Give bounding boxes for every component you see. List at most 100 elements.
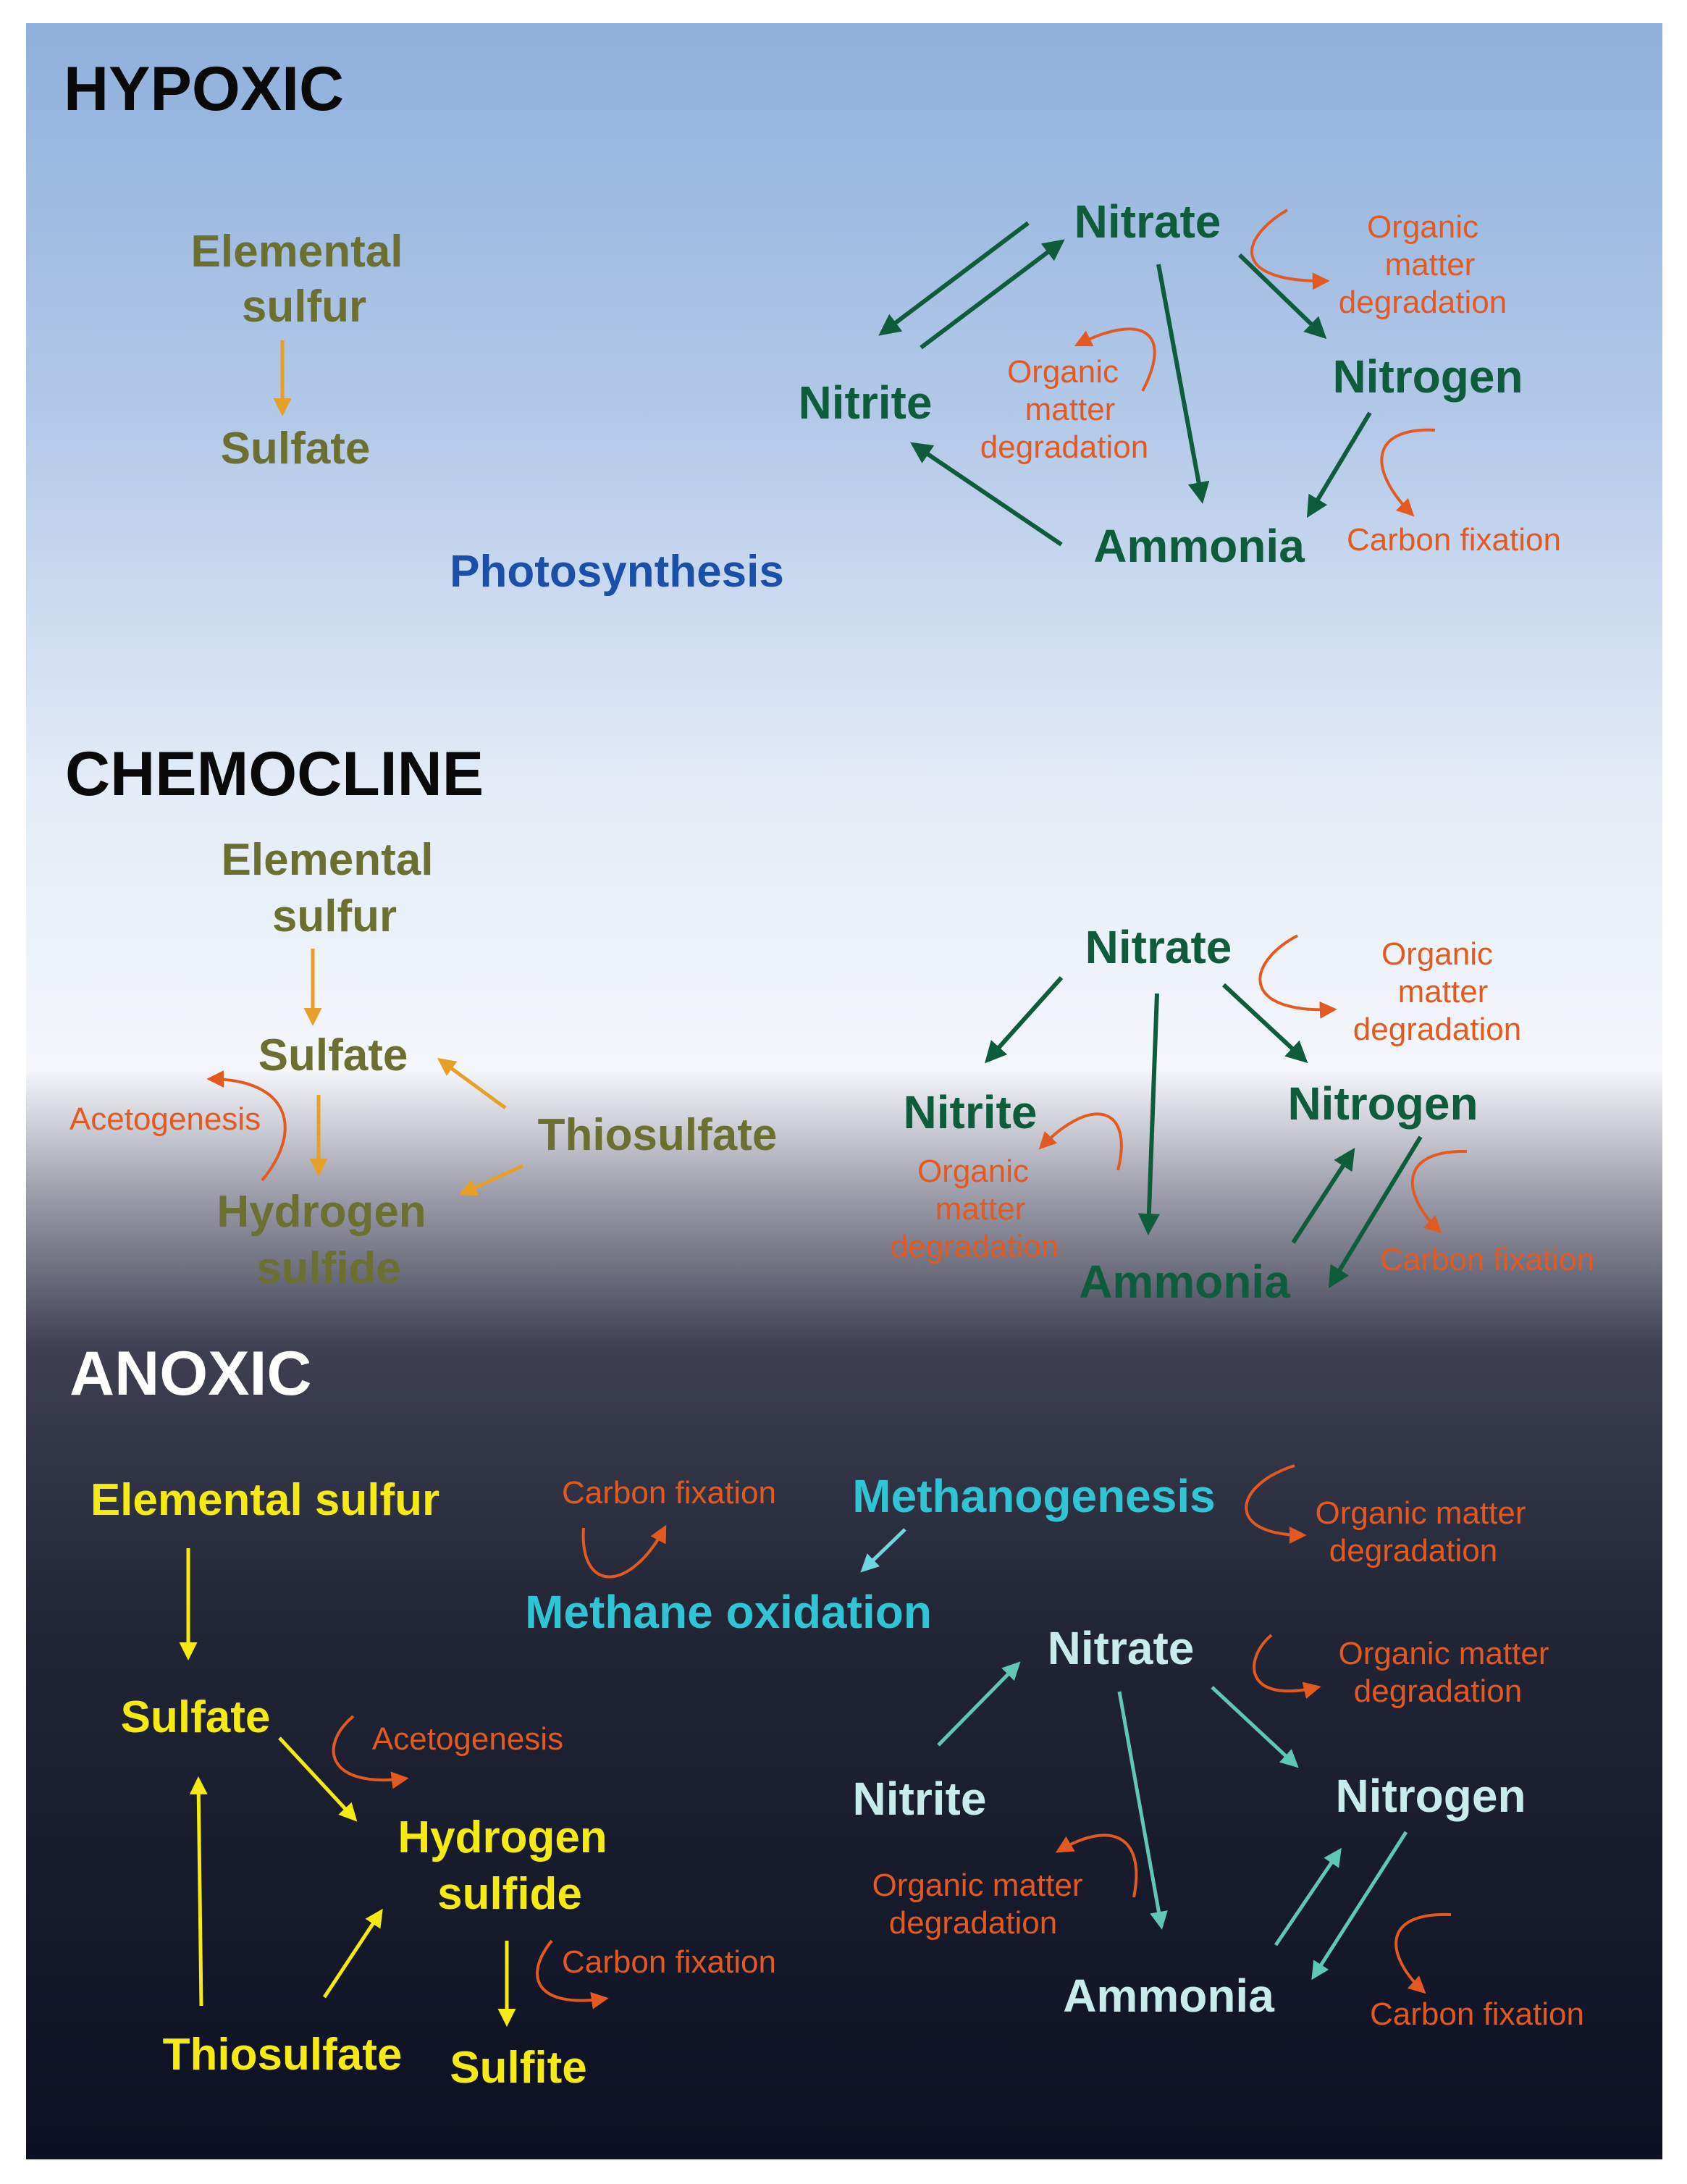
anoxic-methane-omd-line1: Organic matter xyxy=(1316,1495,1526,1531)
anoxic-nitrogen: Nitrogen xyxy=(1335,1770,1526,1822)
arrow-chemo-nitrate-to-ammonia xyxy=(1137,993,1160,1235)
curved-arrow-omd-mid xyxy=(1074,327,1156,392)
anoxic-methanogenesis: Methanogenesis xyxy=(852,1470,1215,1522)
anoxic-methane-cycle: Carbon fixation Methanogenesis Methane o… xyxy=(525,1464,1526,1638)
hypoxic-elemental-sulfur-line1: Elemental xyxy=(191,227,403,277)
arrow-ammonia-to-nitrite xyxy=(910,442,1063,547)
anoxic-nitrogen-cycle: Nitrate Nitrite Nitrogen Ammonia Organic… xyxy=(853,1622,1584,2032)
hypoxic-nitrogen: Nitrogen xyxy=(1332,350,1523,403)
hypoxic-omd-mid-line1: Organic xyxy=(1007,354,1119,390)
chemo-elemental-sulfur-line1: Elemental xyxy=(222,835,434,885)
curved-arrow-chemo-omd-left xyxy=(1038,1112,1123,1171)
chemo-omd-left-line2: matter xyxy=(935,1191,1026,1227)
arrow-anoxic-thiosulfate-to-sulfate xyxy=(189,1776,208,2007)
photosynthesis-label: Photosynthesis xyxy=(450,547,784,597)
anoxic-sulfite: Sulfite xyxy=(450,2043,586,2093)
hypoxic-omd-mid-line2: matter xyxy=(1025,392,1116,427)
arrow-chemo-nitrate-to-nitrogen xyxy=(1221,983,1308,1064)
anoxic-omd-left-line1: Organic matter xyxy=(872,1868,1083,1903)
curved-arrow-methane-carbon-fixation xyxy=(581,1524,667,1579)
anoxic-carbon-fixation: Carbon fixation xyxy=(1370,1996,1584,2032)
anoxic-nitrate: Nitrate xyxy=(1048,1622,1195,1674)
anoxic-hydrogen-sulfide-line1: Hydrogen xyxy=(397,1813,607,1862)
hypoxic-nitrogen-cycle: Nitrate Nitrite Nitrogen Ammonia Organic… xyxy=(799,196,1561,572)
curved-arrow-chemo-omd-top xyxy=(1258,934,1337,1019)
zone-heading-chemocline: CHEMOCLINE xyxy=(65,739,484,809)
arrow-nitrate-to-nitrite xyxy=(878,221,1030,336)
chemo-ammonia: Ammonia xyxy=(1079,1256,1290,1308)
hypoxic-nitrite: Nitrite xyxy=(799,377,933,429)
arrow-chemo-nitrogen-to-ammonia xyxy=(1328,1135,1423,1289)
chemo-nitrate: Nitrate xyxy=(1085,921,1232,973)
chemo-hydrogen-sulfide-line1: Hydrogen xyxy=(216,1187,426,1237)
hypoxic-omd-mid-line3: degradation xyxy=(980,429,1148,465)
arrow-nitrate-to-ammonia xyxy=(1156,264,1210,504)
curved-arrow-omd-top xyxy=(1250,209,1330,290)
chemocline-nitrogen-cycle: Nitrate Nitrite Nitrogen Ammonia Organic… xyxy=(891,921,1594,1308)
chemo-elemental-sulfur-line2: sulfur xyxy=(272,891,397,941)
chemocline-sulfur-cycle: Elemental sulfur Sulfate Thiosulfate Hyd… xyxy=(70,835,777,1293)
anoxic-hydrogen-sulfide-line2: sulfide xyxy=(437,1869,582,1919)
anoxic-sulfate: Sulfate xyxy=(121,1692,271,1742)
curved-arrow-chemo-carbon-fixation xyxy=(1410,1149,1468,1234)
chemo-nitrogen: Nitrogen xyxy=(1287,1078,1478,1130)
anoxic-omd-left-line2: degradation xyxy=(889,1905,1057,1941)
anoxic-sulfur-cycle: Elemental sulfur Sulfate Hydrogen sulfid… xyxy=(91,1475,776,2093)
chemo-omd-top-line3: degradation xyxy=(1353,1012,1521,1047)
zone-heading-hypoxic: HYPOXIC xyxy=(64,54,344,124)
anoxic-acetogenesis: Acetogenesis xyxy=(372,1721,563,1757)
arrow-nitrogen-to-ammonia xyxy=(1306,411,1372,518)
anoxic-methane-omd-line2: degradation xyxy=(1329,1533,1497,1568)
hypoxic-sulfate: Sulfate xyxy=(221,424,371,474)
chemo-omd-top-line2: matter xyxy=(1398,974,1489,1009)
chemo-thiosulfate: Thiosulfate xyxy=(538,1110,778,1160)
arrow-anoxic-thiosulfate-to-hydrogen-sulfide xyxy=(322,1908,383,1999)
chemo-omd-left-line1: Organic xyxy=(917,1154,1029,1189)
hypoxic-sulfur-cycle: Elemental sulfur Sulfate xyxy=(191,227,403,474)
hypoxic-nitrate: Nitrate xyxy=(1074,196,1221,248)
anoxic-methane-carbon-fixation: Carbon fixation xyxy=(562,1475,776,1511)
zone-heading-anoxic: ANOXIC xyxy=(70,1339,311,1408)
chemo-sulfate: Sulfate xyxy=(258,1030,408,1080)
arrow-chemo-ammonia-to-nitrogen xyxy=(1291,1147,1355,1244)
anoxic-nitrite: Nitrite xyxy=(853,1773,987,1825)
arrow-thiosulfate-to-sulfate xyxy=(437,1058,507,1110)
hypoxic-omd-top-line3: degradation xyxy=(1339,285,1507,320)
curved-arrow-carbon-fixation xyxy=(1380,428,1436,517)
anoxic-elemental-sulfur: Elemental sulfur xyxy=(91,1475,439,1525)
curved-arrow-anoxic-omd-top xyxy=(1253,1634,1321,1700)
chemo-carbon-fixation: Carbon fixation xyxy=(1380,1242,1594,1277)
curved-arrow-anoxic-omd-left xyxy=(1055,1834,1138,1898)
arrow-chemo-nitrate-to-nitrite xyxy=(984,975,1064,1064)
chemo-hydrogen-sulfide-line2: sulfide xyxy=(256,1243,401,1293)
arrow-nitrate-to-nitrogen xyxy=(1237,253,1327,340)
arrow-anoxic-nitrite-to-nitrate xyxy=(937,1661,1021,1747)
chemo-nitrite: Nitrite xyxy=(904,1086,1038,1138)
arrow-nitrite-to-nitrate xyxy=(920,239,1065,350)
hypoxic-carbon-fixation: Carbon fixation xyxy=(1347,522,1561,558)
arrow-anoxic-nitrate-to-ammonia xyxy=(1117,1691,1168,1930)
curved-arrow-methane-omd xyxy=(1245,1464,1307,1544)
hypoxic-omd-top-line1: Organic xyxy=(1367,209,1478,245)
anoxic-thiosulfate: Thiosulfate xyxy=(163,2030,403,2080)
curved-arrow-chemo-acetogenesis xyxy=(206,1070,287,1182)
anoxic-omd-top-line2: degradation xyxy=(1354,1673,1522,1709)
arrow-anoxic-sulfate-to-hydrogen-sulfide xyxy=(278,1736,358,1822)
chemo-acetogenesis: Acetogenesis xyxy=(70,1101,261,1137)
arrow-anoxic-nitrate-to-nitrogen xyxy=(1211,1686,1299,1768)
chemo-omd-top-line1: Organic xyxy=(1381,936,1493,972)
anoxic-methane-oxidation: Methane oxidation xyxy=(525,1586,932,1638)
hypoxic-ammonia: Ammonia xyxy=(1093,520,1305,572)
anoxic-sulfite-carbon-fixation: Carbon fixation xyxy=(562,1944,776,1980)
arrow-anoxic-nitrogen-to-ammonia xyxy=(1311,1831,1408,1981)
arrow-thiosulfate-to-hydrogen-sulfide xyxy=(458,1164,524,1196)
chemo-omd-left-line3: degradation xyxy=(891,1229,1059,1264)
anoxic-ammonia: Ammonia xyxy=(1063,1970,1274,2022)
curved-arrow-anoxic-carbon-fixation xyxy=(1394,1912,1452,1994)
arrow-methanogenesis-to-methane-oxidation xyxy=(860,1528,906,1573)
curved-arrow-anoxic-sulfite-carbon-fixation xyxy=(536,1939,609,2009)
water-column-background xyxy=(26,23,1662,2159)
arrow-anoxic-ammonia-to-nitrogen xyxy=(1274,1847,1342,1946)
